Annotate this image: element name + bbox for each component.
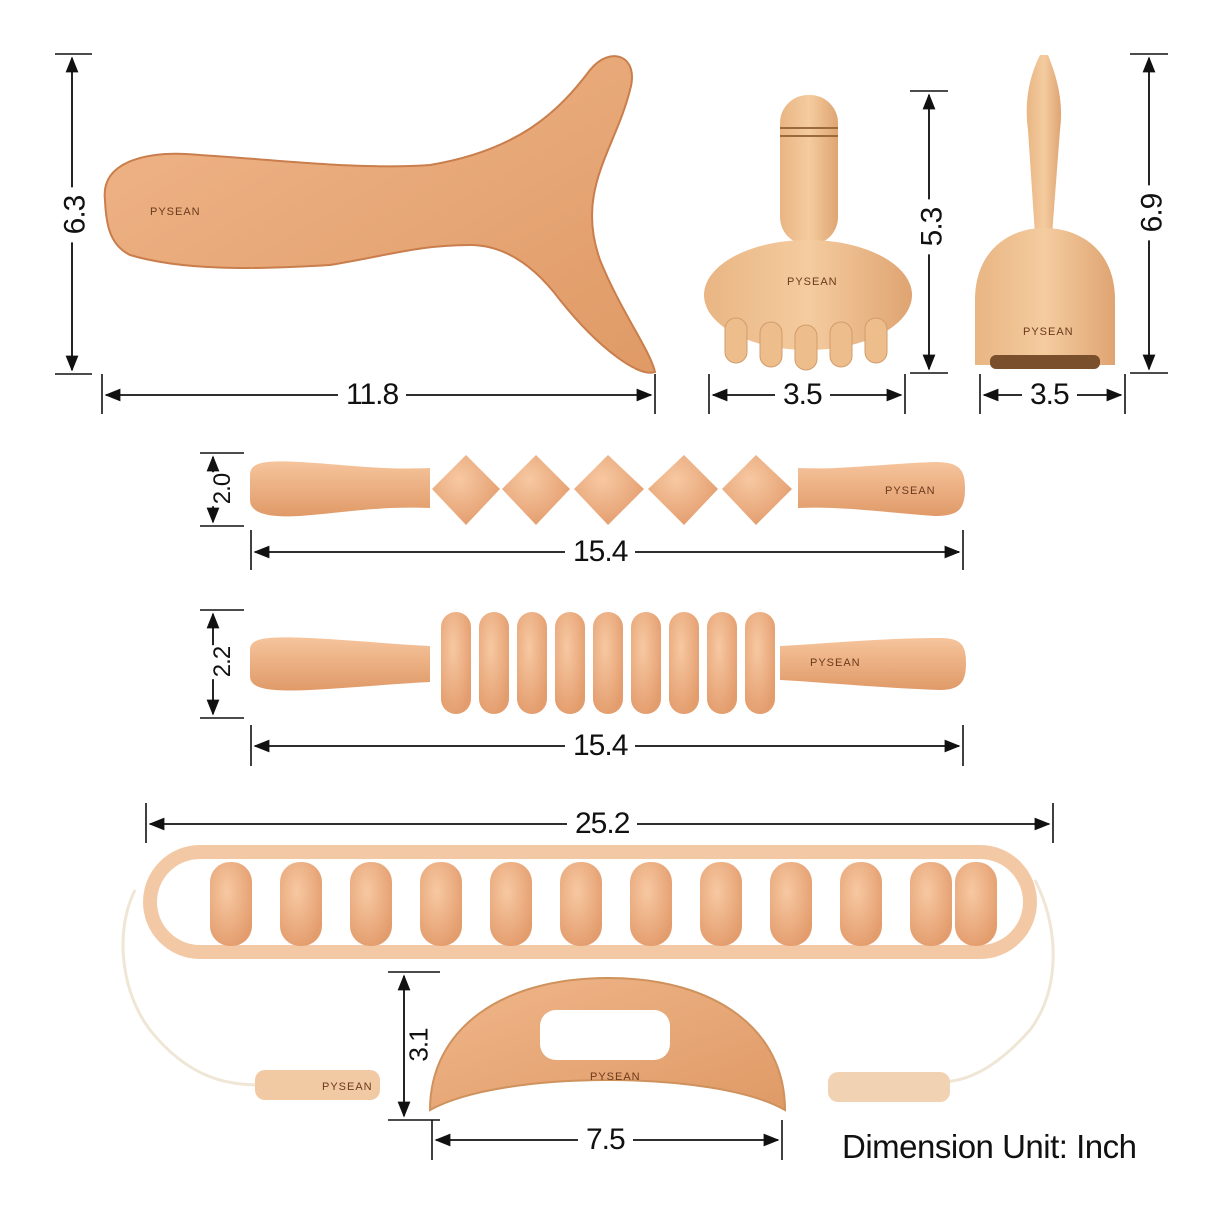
svg-text:PYSEAN: PYSEAN — [1023, 326, 1074, 338]
svg-text:PYSEAN: PYSEAN — [787, 276, 838, 288]
gear-roller-width-label: 15.4 — [565, 731, 636, 761]
mushroom-height-label: 5.3 — [915, 199, 948, 255]
fishtail-width-label: 11.8 — [338, 380, 407, 410]
bell-cup: PYSEAN — [975, 55, 1115, 369]
dimension-unit-label: Dimension Unit: Inch — [842, 1128, 1137, 1165]
arc-height-label: 3.1 — [403, 1026, 434, 1064]
diamond-roller: PYSEAN — [250, 455, 965, 525]
svg-text:PYSEAN: PYSEAN — [885, 485, 936, 497]
bell-height-label: 6.9 — [1135, 185, 1168, 241]
svg-text:PYSEAN: PYSEAN — [810, 657, 861, 669]
mushroom-width-label: 3.5 — [775, 380, 830, 410]
diamond-roller-height-label: 2.0 — [209, 471, 237, 507]
mushroom-massager: PYSEAN — [704, 95, 912, 371]
arc-board: PYSEAN — [428, 976, 787, 1112]
fishtail-board: PYSEAN — [103, 55, 657, 374]
arc-width-label: 7.5 — [578, 1125, 633, 1155]
svg-text:PYSEAN: PYSEAN — [322, 1081, 373, 1093]
back-roller-rope: PYSEAN — [121, 845, 1055, 1102]
bell-width-label: 3.5 — [1022, 380, 1077, 410]
fishtail-height-label: 6.3 — [58, 187, 91, 243]
gear-roller-height-label: 2.2 — [209, 644, 237, 680]
svg-text:PYSEAN: PYSEAN — [590, 1071, 641, 1083]
gear-roller: PYSEAN — [250, 612, 966, 714]
svg-text:PYSEAN: PYSEAN — [150, 206, 201, 218]
rope-width-label: 25.2 — [567, 809, 638, 839]
diamond-roller-width-label: 15.4 — [565, 537, 636, 567]
